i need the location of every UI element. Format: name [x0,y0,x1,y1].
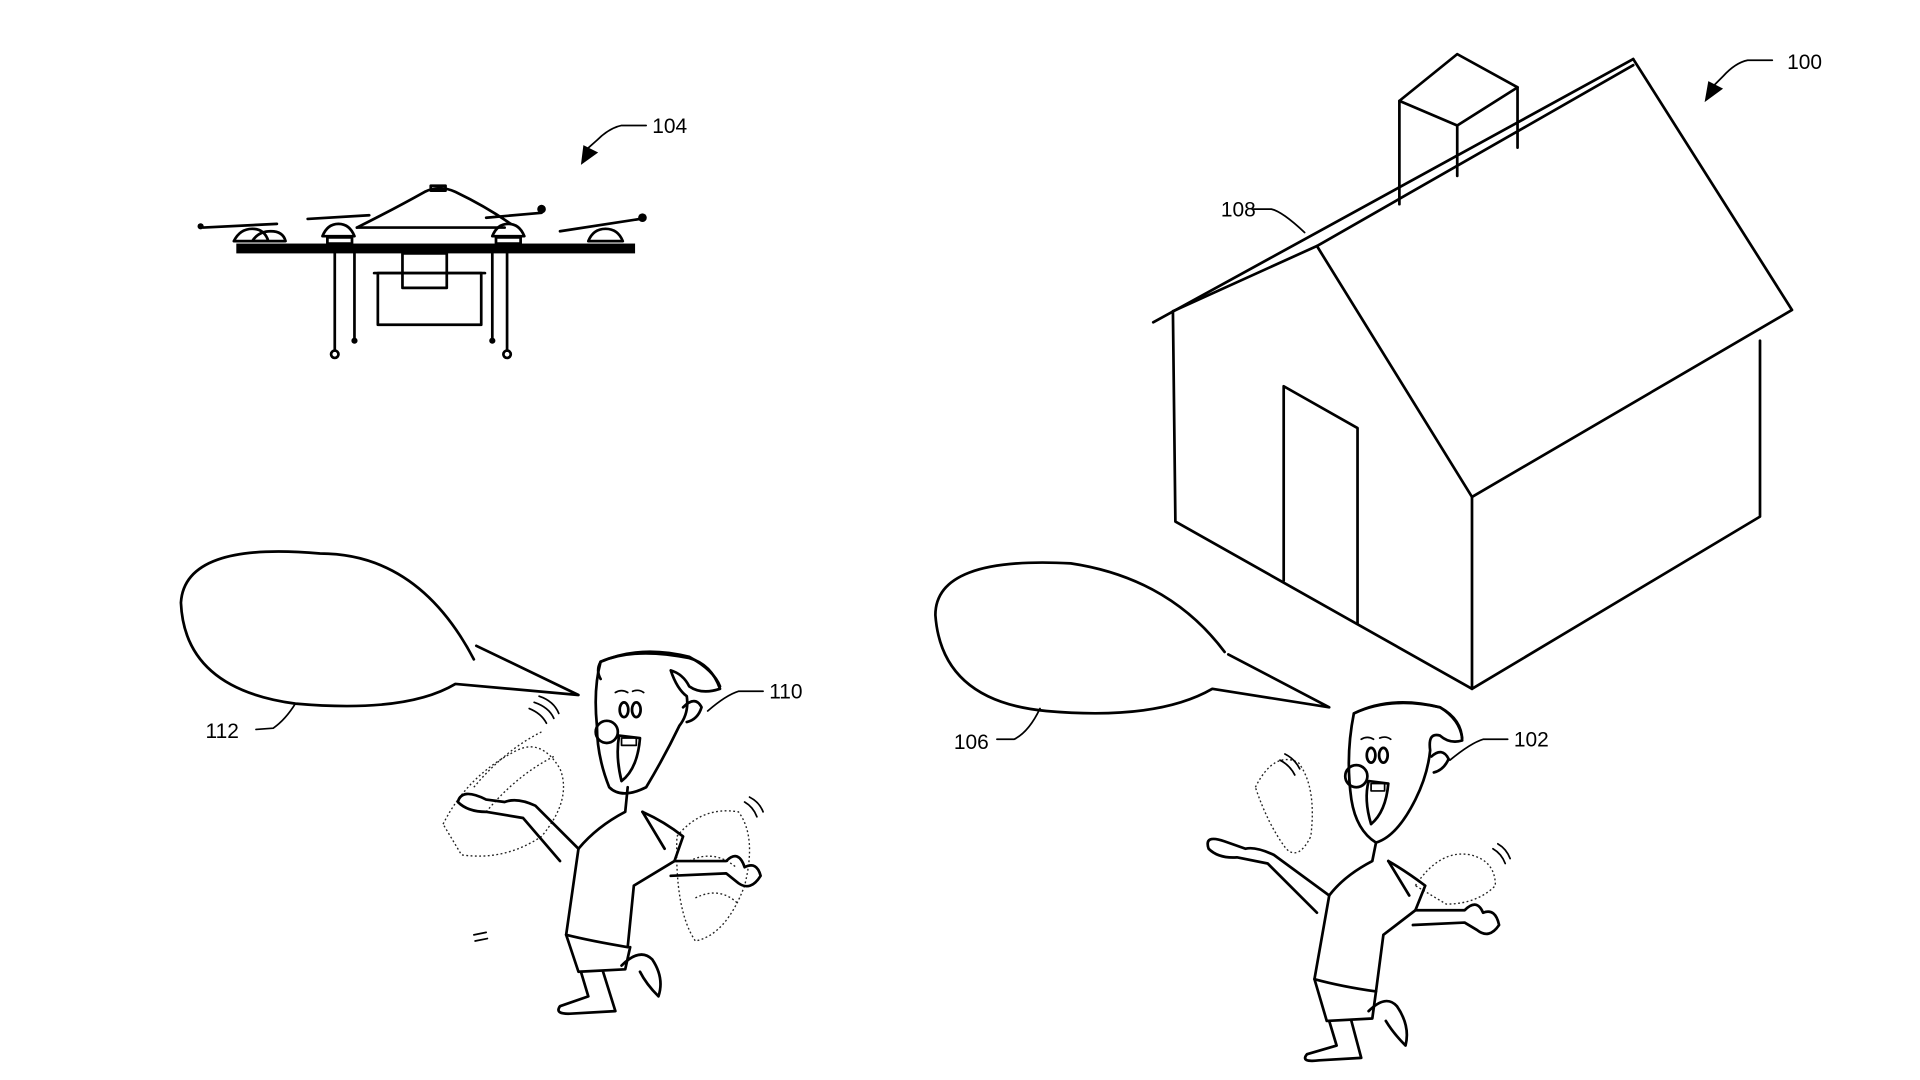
motion-lines [1279,753,1301,776]
arm-right [1411,903,1501,936]
drone-leader [584,124,648,151]
leg-left [1303,1019,1363,1063]
motion-lines [472,931,489,942]
house: 108 100 [1151,51,1822,691]
roof-ridge-top [1151,57,1635,324]
drone-foot [329,349,340,360]
leg-right [620,953,662,998]
leg-right [1367,999,1409,1047]
speech-bubble-home: 106 [934,561,1331,754]
hair [1352,701,1464,740]
scene-leader [1712,59,1774,87]
label-108: 108 [1221,198,1256,221]
motion-blur [1254,758,1313,854]
drone-package [372,252,487,327]
label-100: 100 [1787,51,1822,74]
arm-left [456,792,580,863]
chimney [1398,52,1519,206]
motion-lines [1492,842,1512,865]
drone-foot [502,349,513,360]
torso [564,785,685,949]
torso [1313,841,1427,993]
label-112: 112 [206,720,239,743]
person-110-leader [706,690,764,712]
ear [681,699,703,724]
collar [641,810,666,851]
drone-canopy [355,186,513,229]
collar [1386,859,1411,897]
rotor-right-inner [484,204,546,245]
arm-left [1206,837,1331,915]
nose [1343,763,1369,789]
label-106: 106 [954,731,989,754]
door [1282,384,1359,625]
eyebrows [614,689,645,694]
speech-112-leader [255,702,297,731]
scene-arrowhead [1704,81,1724,103]
motion-blur [442,746,565,857]
label-104: 104 [652,115,687,138]
arm-right [669,854,762,888]
drone-canopy-cap [429,184,447,193]
hair [599,650,722,688]
eye [618,701,630,719]
drone-arrowhead [580,145,599,165]
nose [594,719,620,745]
label-102: 102 [1514,729,1549,752]
eye [1377,746,1390,764]
mouth [1365,779,1390,826]
label-110: 110 [769,681,802,704]
ear [1430,750,1450,774]
speech-106-leader [996,707,1041,741]
person-home: 102 [1206,701,1549,1063]
motion-blur [1414,853,1497,905]
roof-leader [1252,208,1306,234]
mouth [616,734,642,783]
shorts [564,933,632,974]
leg-left [557,970,617,1016]
gable-wall [1171,309,1474,691]
teeth [1370,782,1386,792]
speech-bubble-112-outline [179,550,580,708]
rotor-left-inner [306,213,371,245]
side-wall [1470,339,1762,691]
eye [1365,746,1377,764]
person-102-leader [1448,738,1509,762]
rotor-right-outer [558,213,647,243]
roof-plane [1315,57,1794,499]
eye [630,701,642,719]
drone-arm-bar [236,243,636,254]
speech-bubble-106-outline [934,561,1331,715]
motion-lines [743,796,764,818]
rotor-left-outer [197,222,287,243]
drone: 104 [197,115,688,360]
speech-bubble-drone: 112 [179,550,580,743]
motion-lines [528,695,560,725]
teeth [620,737,638,747]
eyebrows [1360,736,1392,741]
person-drone: 110 [442,650,803,1016]
